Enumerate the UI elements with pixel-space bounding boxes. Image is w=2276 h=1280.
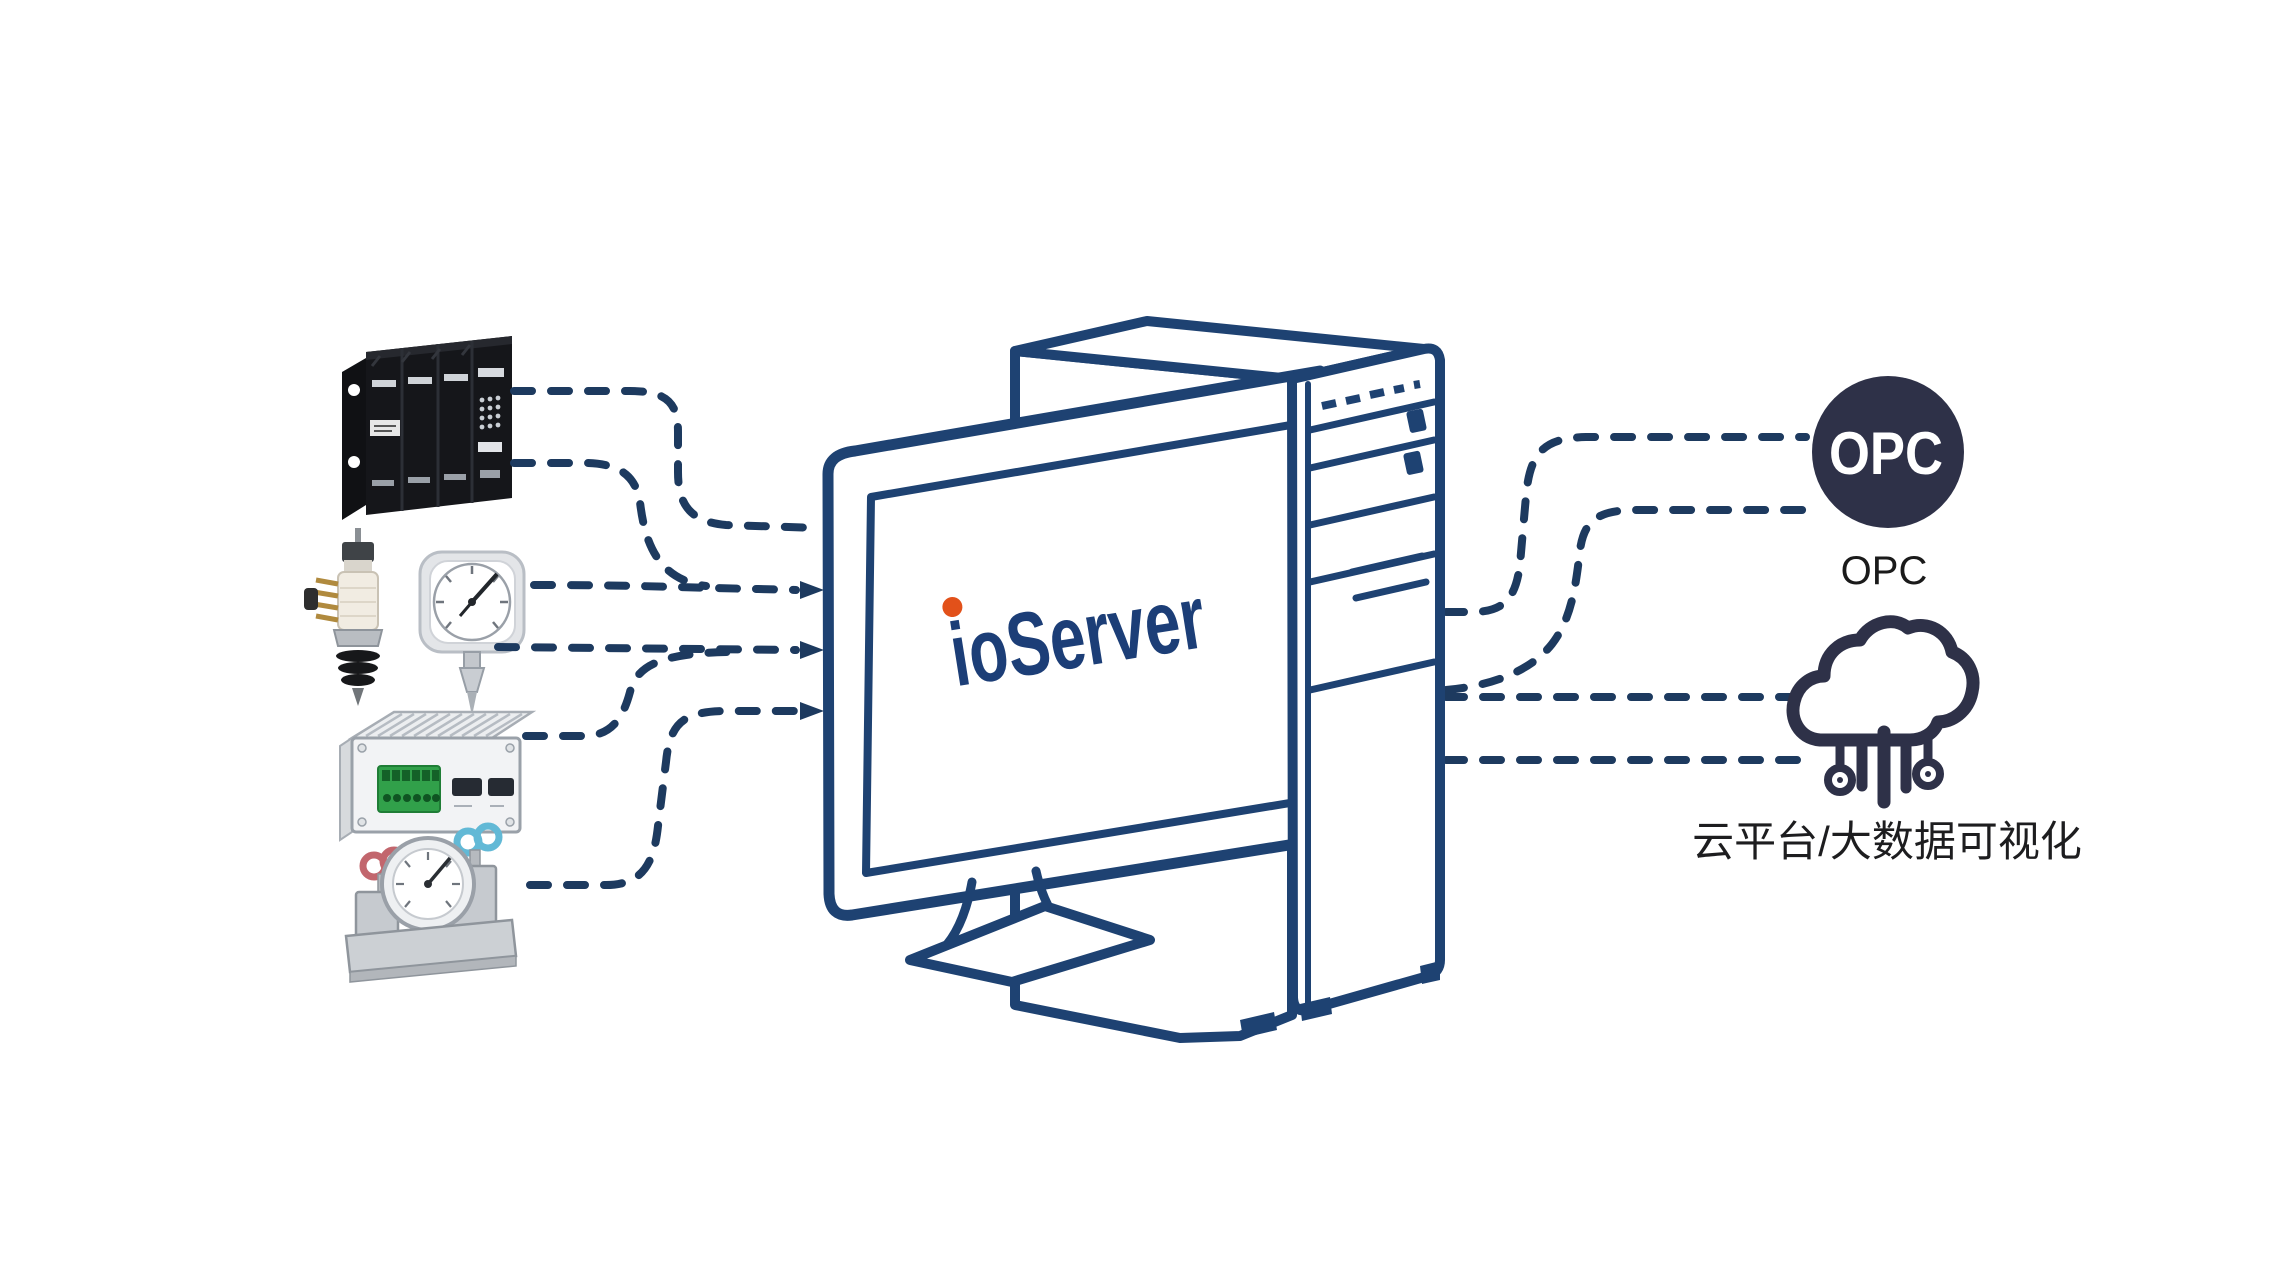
arrow-into-server-2 xyxy=(800,641,824,659)
connection-gauge xyxy=(530,581,800,594)
io-controller-image xyxy=(339,710,537,842)
plc-module-rack-image xyxy=(342,336,512,520)
tower-vent-slots xyxy=(1321,380,1421,410)
tower-pc-front xyxy=(1240,343,1445,1038)
temperature-sensor-image xyxy=(304,528,384,706)
opc-caption: OPC xyxy=(1841,549,1928,593)
connection-controller xyxy=(522,648,736,740)
ioserver-logo-dot xyxy=(942,596,963,617)
opc-node: OPC OPC xyxy=(1812,376,1964,593)
right-connection-lines xyxy=(1442,433,1816,764)
connection-opc-top xyxy=(1442,433,1810,616)
opc-badge xyxy=(1812,376,1964,528)
cloud-caption: 云平台/大数据可视化 xyxy=(1692,818,2082,865)
manifold-pressure-gauge-image xyxy=(344,822,518,983)
desktop-monitor-image: ioServer xyxy=(822,365,1326,987)
connection-sensor xyxy=(494,643,800,654)
connection-manifold xyxy=(526,707,800,889)
cloud-node: 云平台/大数据可视化 xyxy=(1692,615,2082,865)
tower-button-1 xyxy=(1406,408,1427,433)
tower-button-2 xyxy=(1403,450,1424,475)
tower-vents-lower xyxy=(1348,552,1430,602)
arrow-into-server-3 xyxy=(800,702,824,720)
arrow-into-server-1 xyxy=(800,581,824,599)
monitor-stand xyxy=(905,901,1155,987)
cloud-big-data-icon xyxy=(1786,615,1980,809)
left-connection-lines xyxy=(494,387,824,889)
pressure-gauge-image xyxy=(418,550,526,716)
opc-badge-text: OPC xyxy=(1829,420,1943,487)
connection-opc-bottom xyxy=(1442,506,1814,694)
connection-plc-bottom xyxy=(510,459,710,590)
